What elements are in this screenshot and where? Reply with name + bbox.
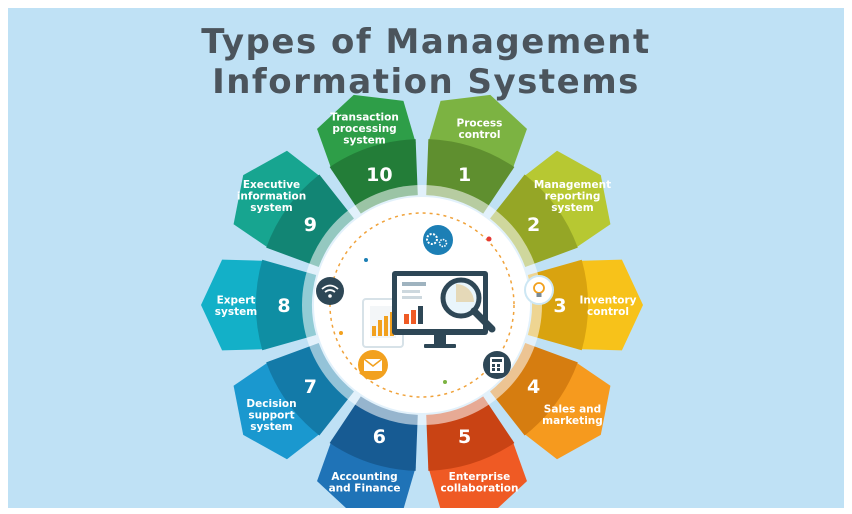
segment-band — [490, 174, 578, 268]
segment-number: 8 — [277, 295, 290, 317]
segment-plate — [317, 94, 416, 171]
envelope-icon — [358, 350, 388, 380]
segment-number: 7 — [304, 376, 317, 398]
segment-number: 6 — [373, 426, 386, 448]
decor-dot — [443, 380, 447, 384]
segment-number: 10 — [366, 164, 392, 186]
segment-plate — [428, 439, 527, 508]
center-hub — [302, 185, 554, 425]
segment-band — [266, 342, 354, 436]
wifi-icon — [316, 277, 344, 305]
title-line-2: Information Systems — [212, 62, 640, 102]
lightbulb-icon — [524, 275, 554, 305]
magnifier-icon — [440, 277, 496, 333]
segment-number: 5 — [458, 426, 471, 448]
segment-number: 4 — [527, 376, 540, 398]
calculator-icon — [483, 351, 511, 379]
segment-plate — [522, 360, 611, 460]
title-line-1: Types of Management — [201, 22, 651, 62]
segment-number: 1 — [458, 164, 471, 186]
segment-plate — [317, 439, 416, 508]
segment-number: 2 — [527, 214, 540, 236]
decor-dot — [486, 236, 492, 242]
infographic-frame: Types of Management Information Systems … — [8, 8, 844, 508]
segment-band — [266, 174, 354, 268]
segment-plate — [201, 259, 267, 351]
decor-dot — [339, 331, 343, 335]
segment-plate — [233, 360, 322, 460]
segment-number: 9 — [304, 214, 317, 236]
segment-plate — [577, 259, 643, 351]
gears-icon — [423, 225, 453, 255]
page-title: Types of Management Information Systems — [8, 22, 844, 102]
segment-band — [256, 259, 317, 351]
segment-plate — [428, 94, 527, 171]
segment-number: 3 — [553, 295, 566, 317]
segment-plate — [233, 150, 322, 250]
segment-band — [490, 342, 578, 436]
decor-dot — [364, 258, 368, 262]
segment-plate — [522, 150, 611, 250]
